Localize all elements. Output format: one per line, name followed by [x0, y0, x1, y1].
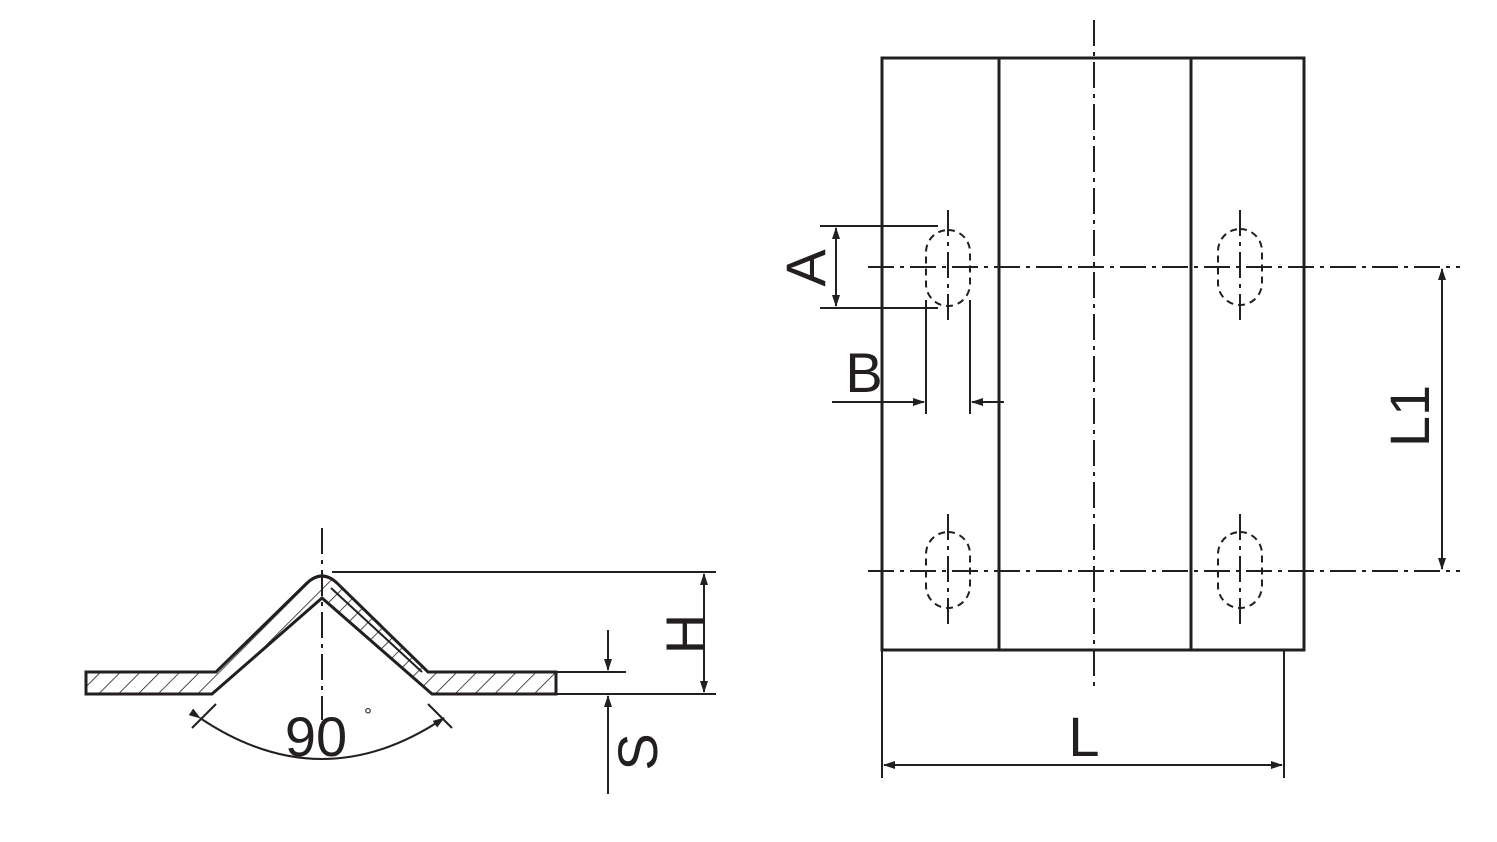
angle-value: 90	[285, 705, 347, 768]
slot-top-right	[1217, 210, 1263, 322]
slot-width-label: B	[845, 341, 882, 404]
slot-bottom-left	[925, 514, 971, 628]
hole-spacing-dimension: L1	[1378, 268, 1446, 570]
slot-width-dimension: B	[832, 300, 1004, 414]
slot-length-label: A	[774, 249, 837, 287]
slot-length-dimension: A	[774, 225, 938, 309]
height-label: H	[654, 614, 717, 654]
slot-top-left	[925, 210, 971, 322]
plan-view: A B L1 L	[774, 20, 1460, 778]
slot-bottom-right	[1217, 514, 1263, 628]
bend-line	[330, 587, 423, 673]
thickness-dimension: S	[556, 630, 669, 794]
height-dimension: H	[332, 571, 717, 695]
angle-unit: °	[364, 705, 372, 727]
hole-spacing-label: L1	[1378, 385, 1441, 447]
length-dimension: L	[881, 649, 1304, 778]
angle-dimension: 90 °	[188, 703, 453, 768]
bracket-profile	[84, 574, 558, 696]
section-view: H S 90 °	[84, 528, 717, 794]
thickness-label: S	[606, 733, 669, 770]
length-label: L	[1068, 705, 1099, 768]
